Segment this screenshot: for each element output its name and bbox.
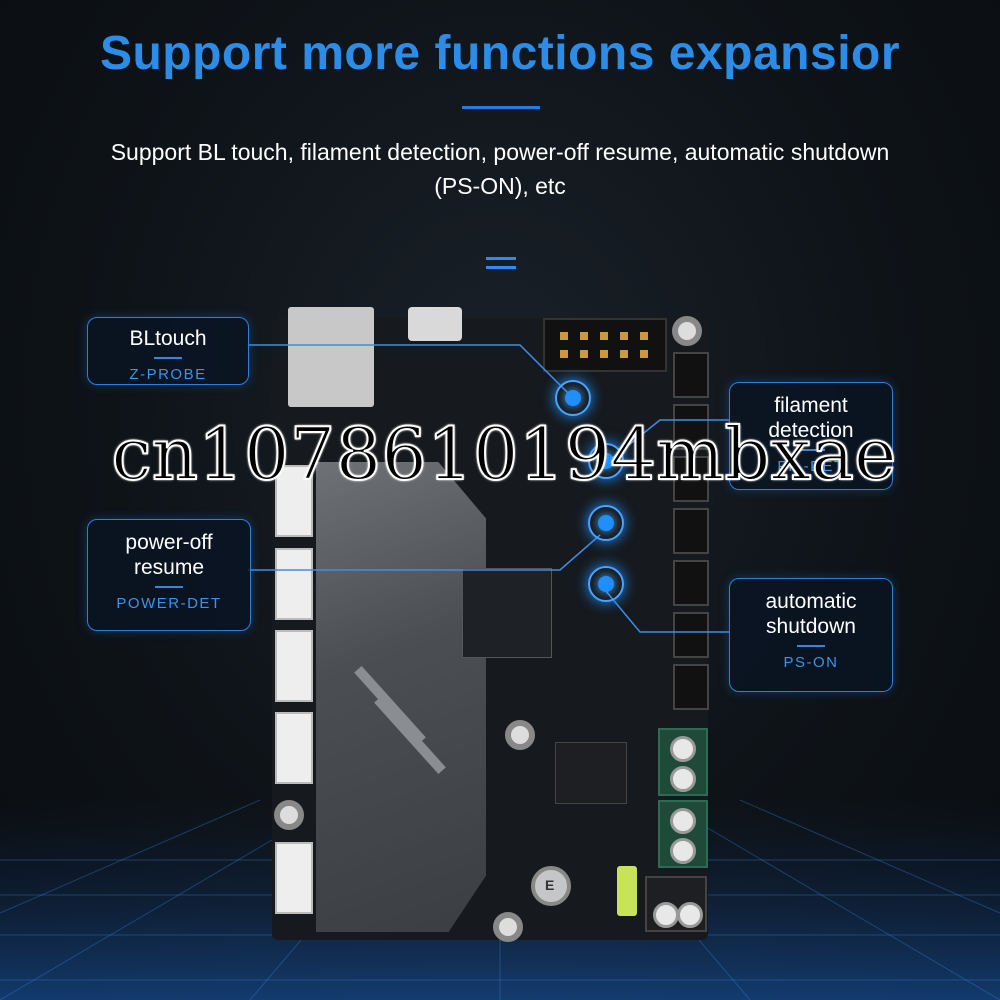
page-title: Support more functions expansior [99,27,901,80]
power-det-port-highlight [588,505,624,541]
mounting-hole [274,800,304,830]
title-underline [462,106,540,109]
capacitor [531,866,571,906]
callout-separator [797,645,825,647]
mcu-chip [462,568,552,658]
pin-header [543,318,667,372]
screw-icon [677,902,703,928]
side-connector [673,352,709,398]
callout-shutdown: automatic shutdown PS-ON [729,578,893,692]
callout-separator [154,357,182,359]
side-connector [673,404,709,450]
callout-power-off-label: power-off resume [125,531,213,579]
driver-chip [555,742,627,804]
callout-filament: filament detection FIL-DET [729,382,893,490]
callout-bltouch-label: BLtouch [129,327,207,350]
side-connector [673,560,709,606]
callout-power-off: power-off resume POWER-DET [87,519,251,631]
mounting-hole [493,912,523,942]
callout-separator [155,586,183,588]
callout-filament-sub: FIL-DET [777,457,845,475]
motor-connector [275,548,313,620]
capacitor-label: E [545,877,555,893]
header-pin [640,350,648,358]
header-pin [600,332,608,340]
heatsink [316,462,486,932]
header-pin [620,332,628,340]
motor-connector [275,630,313,702]
side-connector [673,612,709,658]
fuse [617,866,637,916]
side-connector [673,664,709,710]
side-connector [673,508,709,554]
motor-connector [275,465,313,537]
power-input-terminal [645,876,707,932]
header-pin [560,332,568,340]
page-subtitle: Support BL touch, filament detection, po… [110,139,890,199]
motor-connector [275,842,313,914]
callout-separator [797,449,825,451]
mounting-hole [672,316,702,346]
filament-port-highlight [588,443,624,479]
screw-icon [670,808,696,834]
ps-on-port-highlight [588,566,624,602]
callout-power-off-sub: POWER-DET [116,594,222,612]
callout-filament-label: filament detection [768,394,854,442]
screw-icon [670,736,696,762]
screw-icon [653,902,679,928]
header-pin [580,332,588,340]
mounting-hole [505,720,535,750]
callout-shutdown-sub: PS-ON [783,653,839,671]
side-connector [673,456,709,502]
equals-icon [486,257,516,271]
screw-icon [670,766,696,792]
sd-card-slot [288,307,374,407]
header-pin [620,350,628,358]
motor-connector [275,712,313,784]
screw-icon [670,838,696,864]
callout-shutdown-label: automatic shutdown [765,590,857,638]
header-pin [640,332,648,340]
callout-bltouch-sub: Z-PROBE [129,365,207,383]
bltouch-port-highlight [555,380,591,416]
power-terminal [658,728,708,796]
header-pin [600,350,608,358]
header-pin [580,350,588,358]
watermark-text: cn1078610194mbxae [110,411,897,497]
usb-port [408,307,462,341]
power-terminal [658,800,708,868]
header-pin [560,350,568,358]
callout-bltouch: BLtouch Z-PROBE [87,317,249,385]
